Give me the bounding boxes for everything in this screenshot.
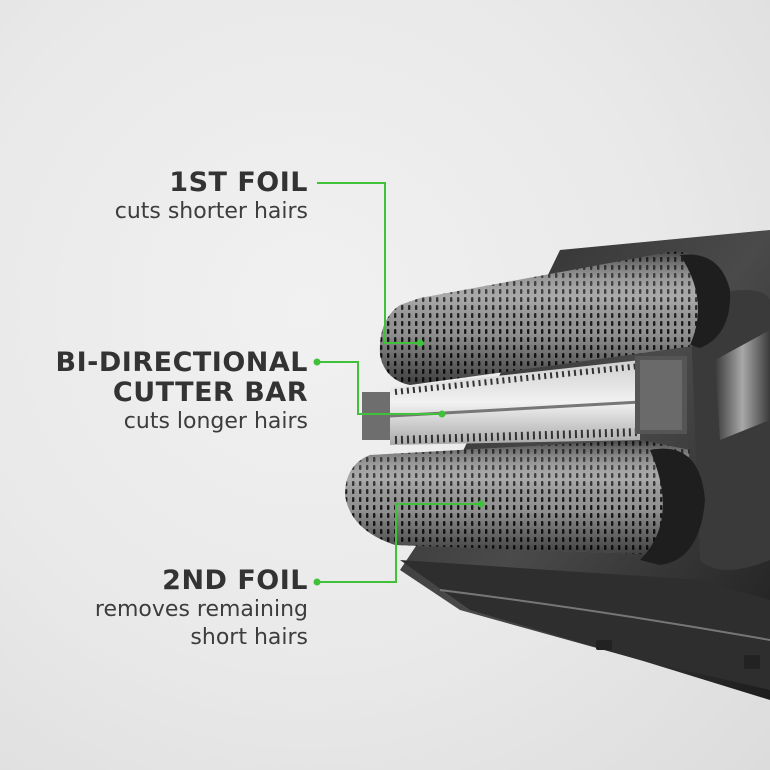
callout-cutter-bar: BI-DIRECTIONAL CUTTER BAR cuts longer ha…	[56, 348, 308, 436]
foil2-start-dot	[313, 578, 321, 586]
cutter-bar	[362, 356, 687, 445]
first-foil	[379, 251, 731, 385]
callout-title-line-1: BI-DIRECTIONAL	[55, 347, 308, 378]
callout-description: cuts longer hairs	[123, 409, 308, 434]
second-foil	[345, 440, 705, 565]
callout-title: 2ND FOIL	[162, 565, 308, 596]
callout-first-foil: 1ST FOIL cuts shorter hairs	[115, 168, 308, 226]
callout-description-line-1: removes remaining	[94, 597, 308, 622]
foil1-dot	[416, 339, 424, 347]
callout-title: 1ST FOIL	[169, 167, 308, 198]
callout-lines	[317, 182, 481, 583]
cutter-dot	[438, 410, 446, 418]
callout-description-line-2: short hairs	[190, 625, 308, 650]
callout-second-foil: 2ND FOIL removes remaining short hairs	[95, 566, 308, 652]
callout-title-line-2: CUTTER BAR	[112, 377, 308, 408]
callout-description: cuts shorter hairs	[114, 199, 308, 224]
foil2-dot	[477, 500, 485, 508]
cutter-start-dot	[313, 358, 321, 366]
